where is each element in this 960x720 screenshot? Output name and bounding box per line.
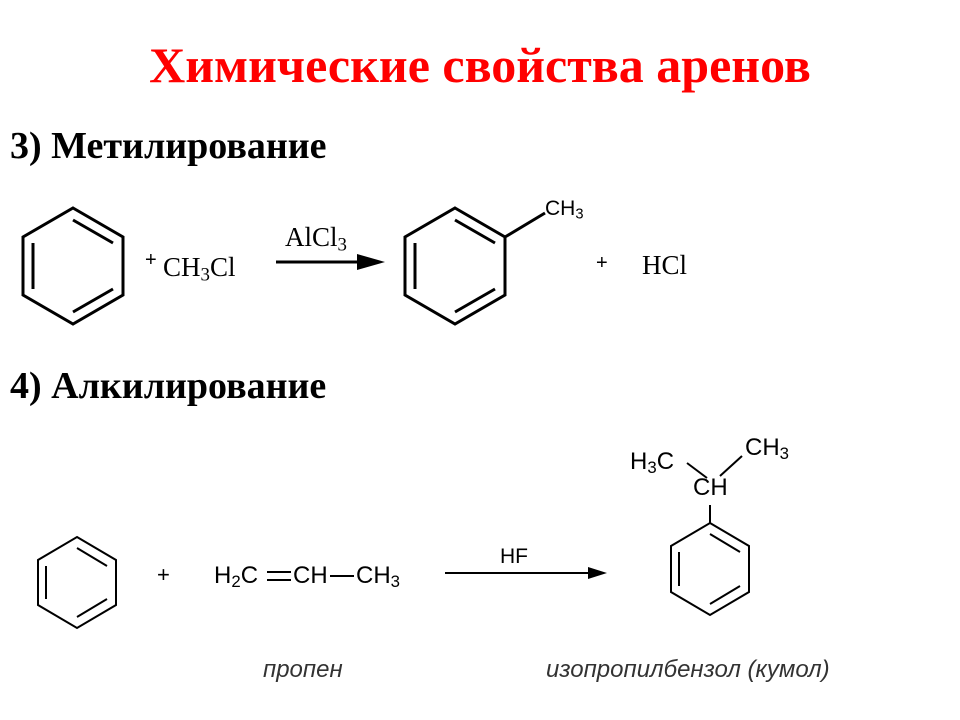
toluene-ring <box>403 206 546 326</box>
propene-ch3: CH3 <box>356 562 401 592</box>
byproduct-hcl: HCl <box>642 250 688 280</box>
propene-bonds <box>267 571 354 581</box>
methyl-group-label: CH3 <box>545 197 584 223</box>
section-heading-methylation: 3) Метилирование <box>10 125 327 167</box>
reagent-ch3cl: CH3Cl <box>163 252 236 286</box>
reaction-arrow-1 <box>276 254 385 270</box>
cumene-ch3-label: CH3 <box>745 434 790 464</box>
catalyst-alcl3: AlCl3 <box>285 222 347 256</box>
cumene-ring <box>670 455 750 617</box>
propene-caption: пропен <box>263 656 343 683</box>
section-heading-alkylation: 4) Алкилирование <box>10 365 327 407</box>
benzene-ring-reactant-1 <box>21 206 125 326</box>
plus-sign-2: + <box>596 252 608 274</box>
cumene-h3c-label: H3C <box>630 448 675 478</box>
plus-sign-1: + <box>145 249 157 271</box>
plus-sign-3: + <box>157 562 170 587</box>
benzene-ring-reactant-2 <box>37 535 117 630</box>
cumene-ch-label: CH <box>693 474 728 501</box>
catalyst-hf: HF <box>500 545 528 568</box>
page-title: Химические свойства аренов <box>149 37 811 93</box>
cumene-caption: изопропилбензол (кумол) <box>546 656 830 683</box>
reaction-arrow-2 <box>445 567 607 579</box>
propene-ch: CH <box>293 562 328 589</box>
propene-h2c: H2C <box>214 562 259 592</box>
